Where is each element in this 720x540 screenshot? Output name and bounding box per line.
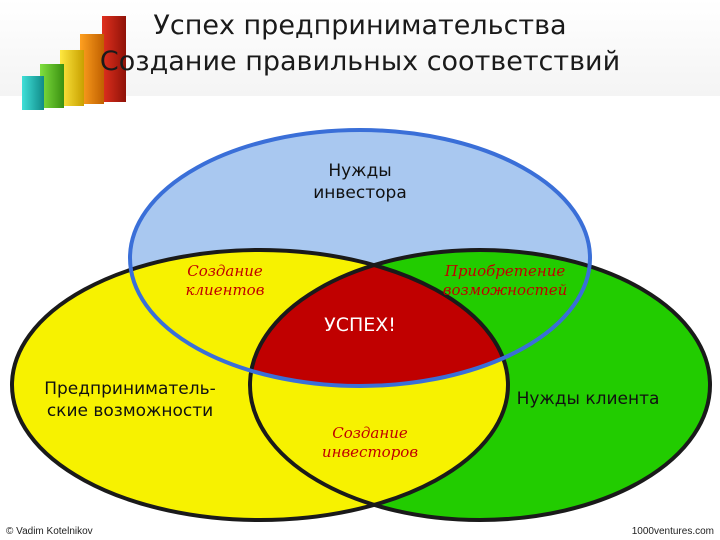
page-title: Успех предпринимательства Создание прави…: [60, 8, 660, 80]
footer-copyright: © Vadim Kotelnikov: [6, 526, 93, 537]
title-line-1: Успех предпринимательства: [153, 10, 567, 41]
label-acquiring-opportunities: Приобретение возможностей: [442, 262, 568, 299]
label-success: УСПЕХ!: [324, 314, 396, 336]
bar-chart-logo-icon: [22, 16, 126, 110]
label-creating-clients: Создание клиентов: [185, 262, 265, 299]
footer-website: 1000ventures.com: [631, 526, 714, 537]
label-investor-needs: Нужды инвестора: [313, 161, 407, 203]
label-creating-investors: Создание инвесторов: [321, 424, 419, 461]
title-line-2: Создание правильных соответствий: [99, 46, 621, 77]
label-entrepreneurial-opportunities: Предприниматель- ские возможности: [44, 379, 216, 421]
circle-investor-outline: [128, 128, 592, 388]
label-client-needs: Нужды клиента: [516, 389, 660, 409]
